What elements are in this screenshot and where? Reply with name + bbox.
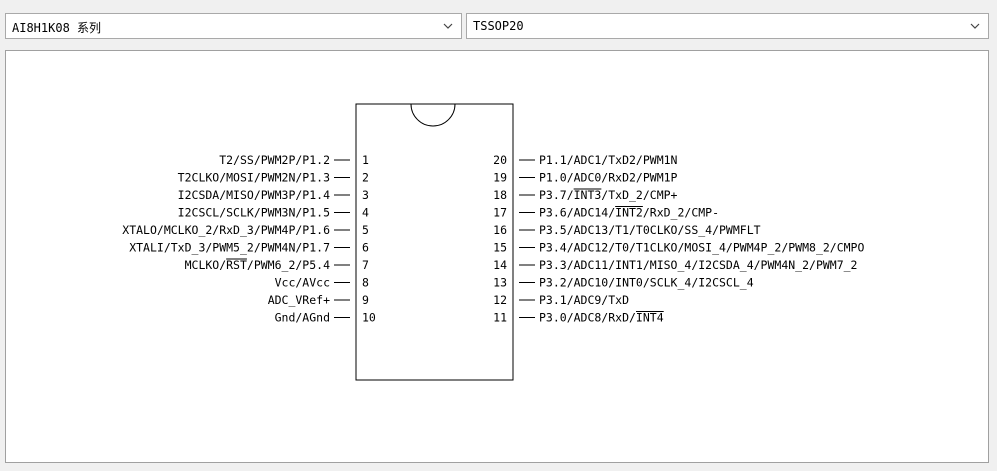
pin-number: 13 (493, 276, 507, 290)
pin-number: 4 (362, 206, 369, 220)
pin-label: P3.0/ADC8/RxD/INT4 (539, 311, 664, 325)
pin-number: 10 (362, 311, 376, 325)
pin-number: 9 (362, 293, 369, 307)
pin-label: I2CSDA/MISO/PWM3P/P1.4 (178, 188, 330, 202)
pin-label: T2CLKO/MOSI/PWM2N/P1.3 (178, 171, 330, 185)
pin-number: 2 (362, 171, 369, 185)
series-select[interactable]: AI8H1K08 系列 (5, 13, 462, 39)
pin-label: Vcc/AVcc (275, 276, 330, 290)
pin-label: XTALO/MCLKO_2/RxD_3/PWM4P/P1.6 (122, 223, 330, 237)
pin-label: I2CSCL/SCLK/PWM3N/P1.5 (178, 206, 330, 220)
pin-number: 5 (362, 223, 369, 237)
pin-label: P3.4/ADC12/T0/T1CLKO/MOSI_4/PWM4P_2/PWM8… (539, 241, 864, 255)
pin-number: 6 (362, 241, 369, 255)
chip-notch (410, 103, 456, 127)
pin-label: ADC_VRef+ (268, 293, 330, 307)
pin-number: 19 (493, 171, 507, 185)
pin-number: 12 (493, 293, 507, 307)
chevron-down-icon (970, 23, 980, 29)
pin-number: 7 (362, 258, 369, 272)
pin-number: 11 (493, 311, 507, 325)
package-select[interactable]: TSSOP20 (466, 13, 989, 39)
pin-label: Gnd/AGnd (275, 311, 330, 325)
pin-label: P3.5/ADC13/T1/T0CLKO/SS_4/PWMFLT (539, 223, 761, 237)
pin-label: P1.0/ADC0/RxD2/PWM1P (539, 171, 678, 185)
pin-label: P3.3/ADC11/INT1/MISO_4/I2CSDA_4/PWM4N_2/… (539, 258, 858, 272)
pin-number: 1 (362, 153, 369, 167)
pin-number: 14 (493, 258, 507, 272)
pinout-panel: 1 T2/SS/PWM2P/P1.2 2 T2CLKO/MOSI/PWM2N/P1.3… (5, 50, 989, 463)
chip-body (355, 103, 514, 381)
package-select-value: TSSOP20 (473, 19, 524, 33)
pin-number: 20 (493, 153, 507, 167)
pin-label: MCLKO/RST/PWM6_2/P5.4 (185, 258, 330, 272)
pin-number: 8 (362, 276, 369, 290)
chevron-down-icon (443, 23, 453, 29)
pin-label: T2/SS/PWM2P/P1.2 (219, 153, 330, 167)
pin-label: P3.7/INT3/TxD_2/CMP+ (539, 188, 678, 202)
pin-number: 16 (493, 223, 507, 237)
pin-label: P3.6/ADC14/INT2/RxD_2/CMP- (539, 206, 719, 220)
pinout-diagram: 1 T2/SS/PWM2P/P1.2 2 T2CLKO/MOSI/PWM2N/P1.3… (122, 103, 864, 381)
pin-label: P1.1/ADC1/TxD2/PWM1N (539, 153, 678, 167)
pin-number: 17 (493, 206, 507, 220)
pin-number: 15 (493, 241, 507, 255)
series-select-value: AI8H1K08 系列 (12, 21, 102, 35)
pin-number: 3 (362, 188, 369, 202)
pin-label: P3.2/ADC10/INT0/SCLK_4/I2CSCL_4 (539, 276, 754, 290)
pin-label: P3.1/ADC9/TxD (539, 293, 629, 307)
pin-number: 18 (493, 188, 507, 202)
pin-label: XTALI/TxD_3/PWM5_2/PWM4N/P1.7 (129, 241, 330, 255)
